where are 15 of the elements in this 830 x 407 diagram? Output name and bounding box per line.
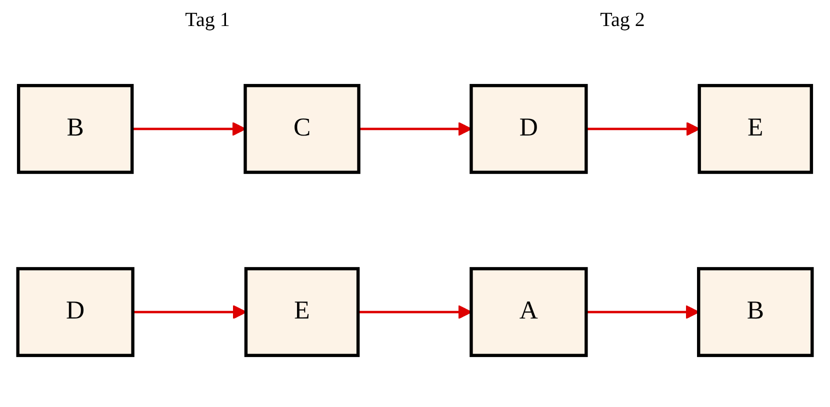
node-box: B xyxy=(16,83,134,174)
panel-heading: Tag 1 xyxy=(185,8,230,32)
node-box: D xyxy=(16,266,134,357)
arrow xyxy=(358,121,472,136)
arrow xyxy=(586,121,700,136)
panel-heading: Tag 2 xyxy=(600,8,645,32)
arrow xyxy=(358,304,472,319)
node-box: E xyxy=(698,83,814,174)
node-box: E xyxy=(244,266,360,357)
node-box: D xyxy=(470,83,588,174)
node-box: A xyxy=(470,266,588,357)
arrow xyxy=(586,304,700,319)
node-box: C xyxy=(244,83,360,174)
node-box: B xyxy=(697,266,814,357)
arrow xyxy=(132,121,246,136)
